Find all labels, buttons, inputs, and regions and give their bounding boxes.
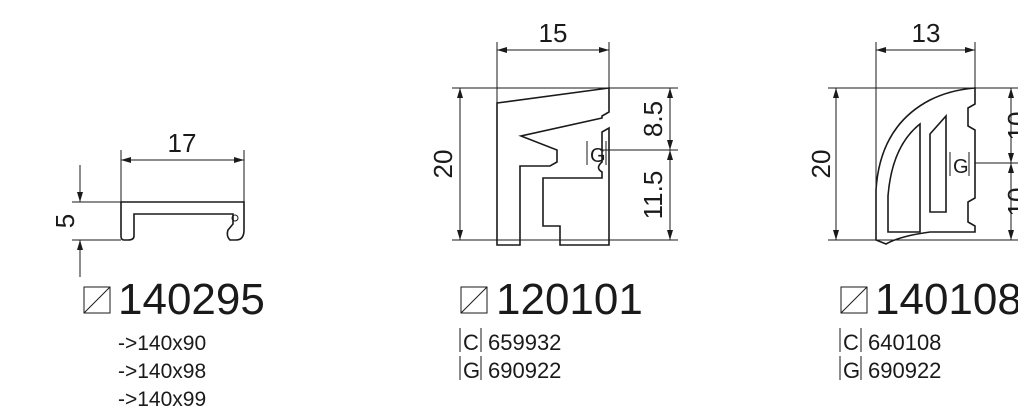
profile-140108-section-symbol — [840, 286, 868, 314]
dim-140108-width-label: 13 — [912, 18, 941, 48]
profile-140295: 17 5 140295 ->140x90 ->140x98 ->140x99 — [50, 128, 265, 411]
dim-120101-upper-label: 8.5 — [638, 101, 668, 137]
marker-120101-g: G — [590, 145, 606, 167]
ref-140108-g-number: 690922 — [868, 358, 941, 383]
profile-140108: 13 20 10 10 G 140108 C 640108 G 690922 — [806, 18, 1018, 383]
profile-140108-section-symbol-diag — [840, 286, 868, 314]
profile-140295-variant-3: ->140x99 — [118, 388, 206, 411]
profile-120101-code: 120101 — [496, 275, 643, 324]
profile-120101-section-symbol — [460, 286, 488, 314]
profile-140295-variant-2: ->140x98 — [118, 360, 206, 383]
profile-140295-variant-1: ->140x90 — [118, 332, 206, 355]
dim-120101-height-label: 20 — [428, 150, 458, 179]
profile-140295-code: 140295 — [118, 275, 265, 324]
profile-120101: 15 20 8.5 11.5 G 120101 C 659932 G 69092… — [428, 18, 678, 383]
profile-120101-section — [496, 87, 610, 246]
profile-140295-groove — [231, 214, 239, 222]
profile-140295-section — [120, 201, 245, 241]
profile-140108-code: 140108 — [875, 275, 1018, 324]
dim-120101-width-label: 15 — [539, 18, 568, 48]
dim-140295-height-label: 5 — [50, 214, 80, 228]
ref-140108-c-number: 640108 — [868, 330, 941, 355]
marker-140108-g: G — [953, 156, 969, 178]
dim-140108-upper-label: 10 — [1002, 112, 1018, 141]
dim-140295-width-label: 17 — [168, 128, 197, 158]
ref-120101-g-number: 690922 — [488, 358, 561, 383]
profile-140295-section-symbol — [83, 286, 111, 314]
ref-120101-g-tag: G — [463, 358, 480, 383]
profile-140108-inner-arc — [887, 122, 921, 233]
ref-120101-c-tag: C — [463, 330, 479, 355]
ref-140108-c-tag: C — [843, 330, 859, 355]
profile-140295-section-symbol-diag — [83, 286, 111, 314]
profile-120101-section-symbol-diag — [460, 286, 488, 314]
dim-140108-lower-label: 10 — [1002, 188, 1018, 217]
ref-120101-c-number: 659932 — [488, 330, 561, 355]
profile-120101-section-right — [542, 126, 610, 246]
dim-120101-lower-label: 11.5 — [638, 171, 668, 220]
profile-140108-inner-cavity — [929, 113, 947, 213]
ref-140108-g-tag: G — [843, 358, 860, 383]
dim-140108-height-label: 20 — [806, 150, 836, 179]
